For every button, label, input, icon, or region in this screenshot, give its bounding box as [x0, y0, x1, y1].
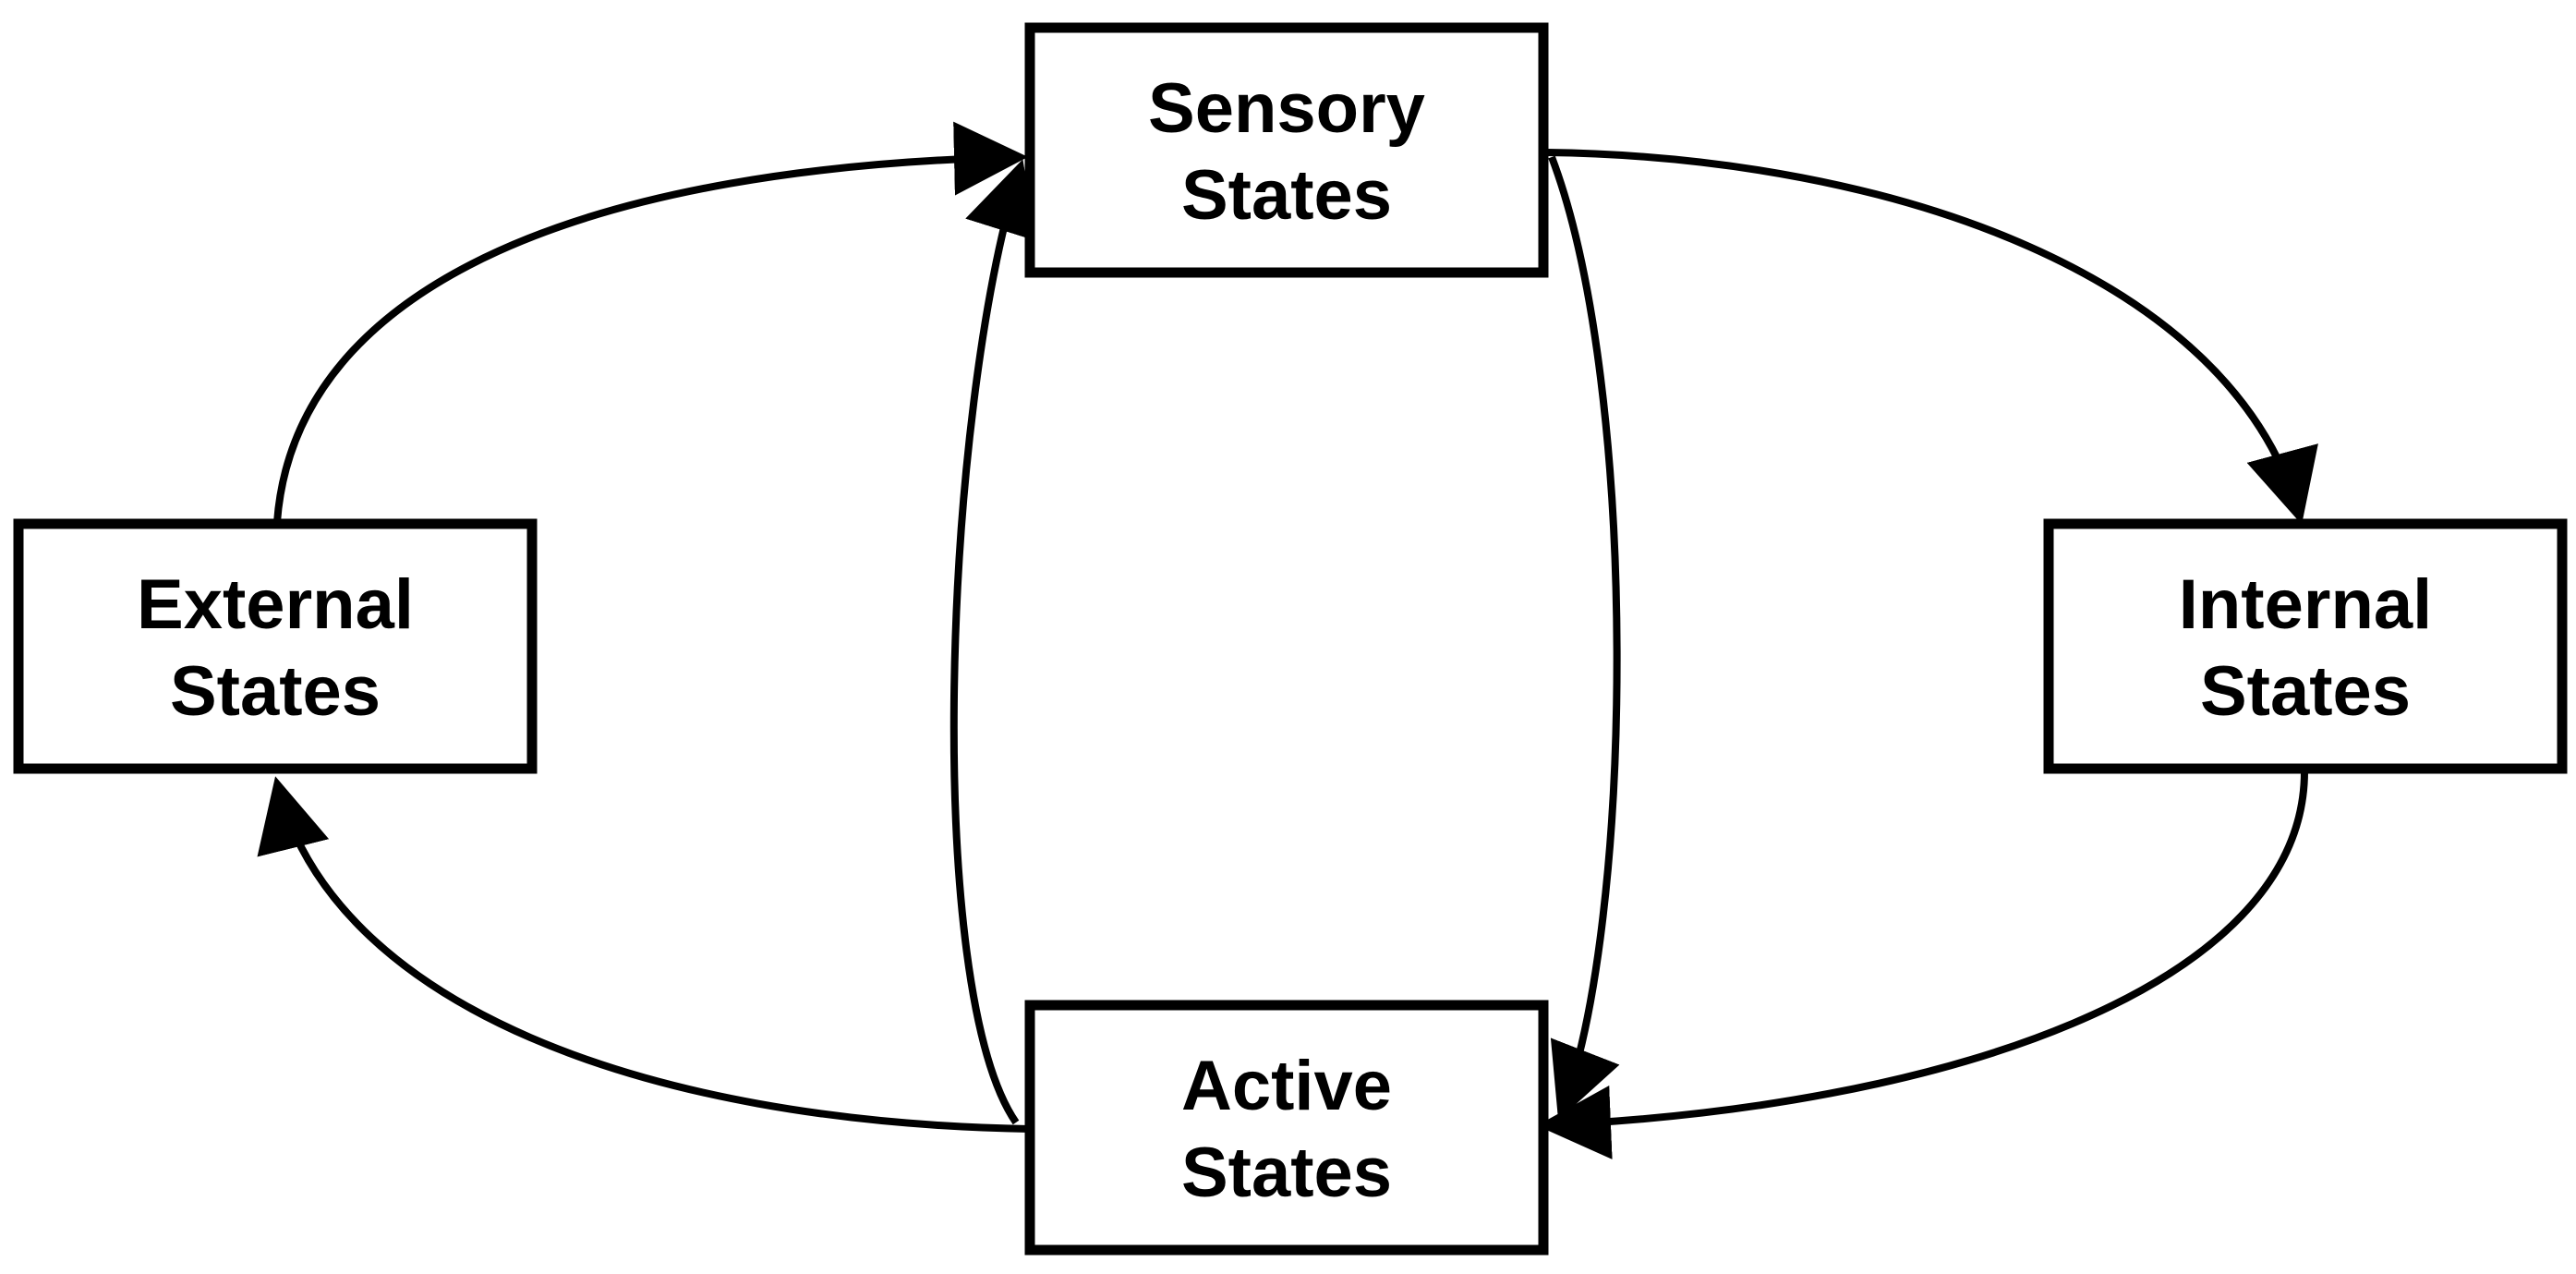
node-active-label-line1: Active	[1181, 1047, 1392, 1125]
node-active-states: Active States	[1024, 1000, 1549, 1256]
edge-sensory-to-internal	[1546, 149, 2318, 525]
node-sensory-label-line2: States	[1181, 156, 1392, 235]
edge-active-to-sensory	[949, 159, 1036, 1125]
node-active-label-line2: States	[1181, 1134, 1392, 1212]
edge-external-to-sensory	[273, 121, 1028, 523]
node-internal-label-line2: States	[2200, 652, 2411, 731]
edge-internal-to-active	[1537, 770, 2308, 1159]
edge-active-to-external	[257, 776, 1031, 1133]
edge-sensory-to-active	[1548, 155, 1621, 1121]
node-external-label-line2: States	[170, 652, 381, 731]
node-sensory-label-line1: Sensory	[1148, 69, 1425, 148]
node-external-states: External States	[13, 518, 538, 774]
node-internal-label-line1: Internal	[2179, 565, 2433, 644]
node-sensory-states: Sensory States	[1024, 22, 1549, 278]
node-internal-states: Internal States	[2043, 518, 2568, 774]
node-external-label-line1: External	[137, 565, 414, 644]
